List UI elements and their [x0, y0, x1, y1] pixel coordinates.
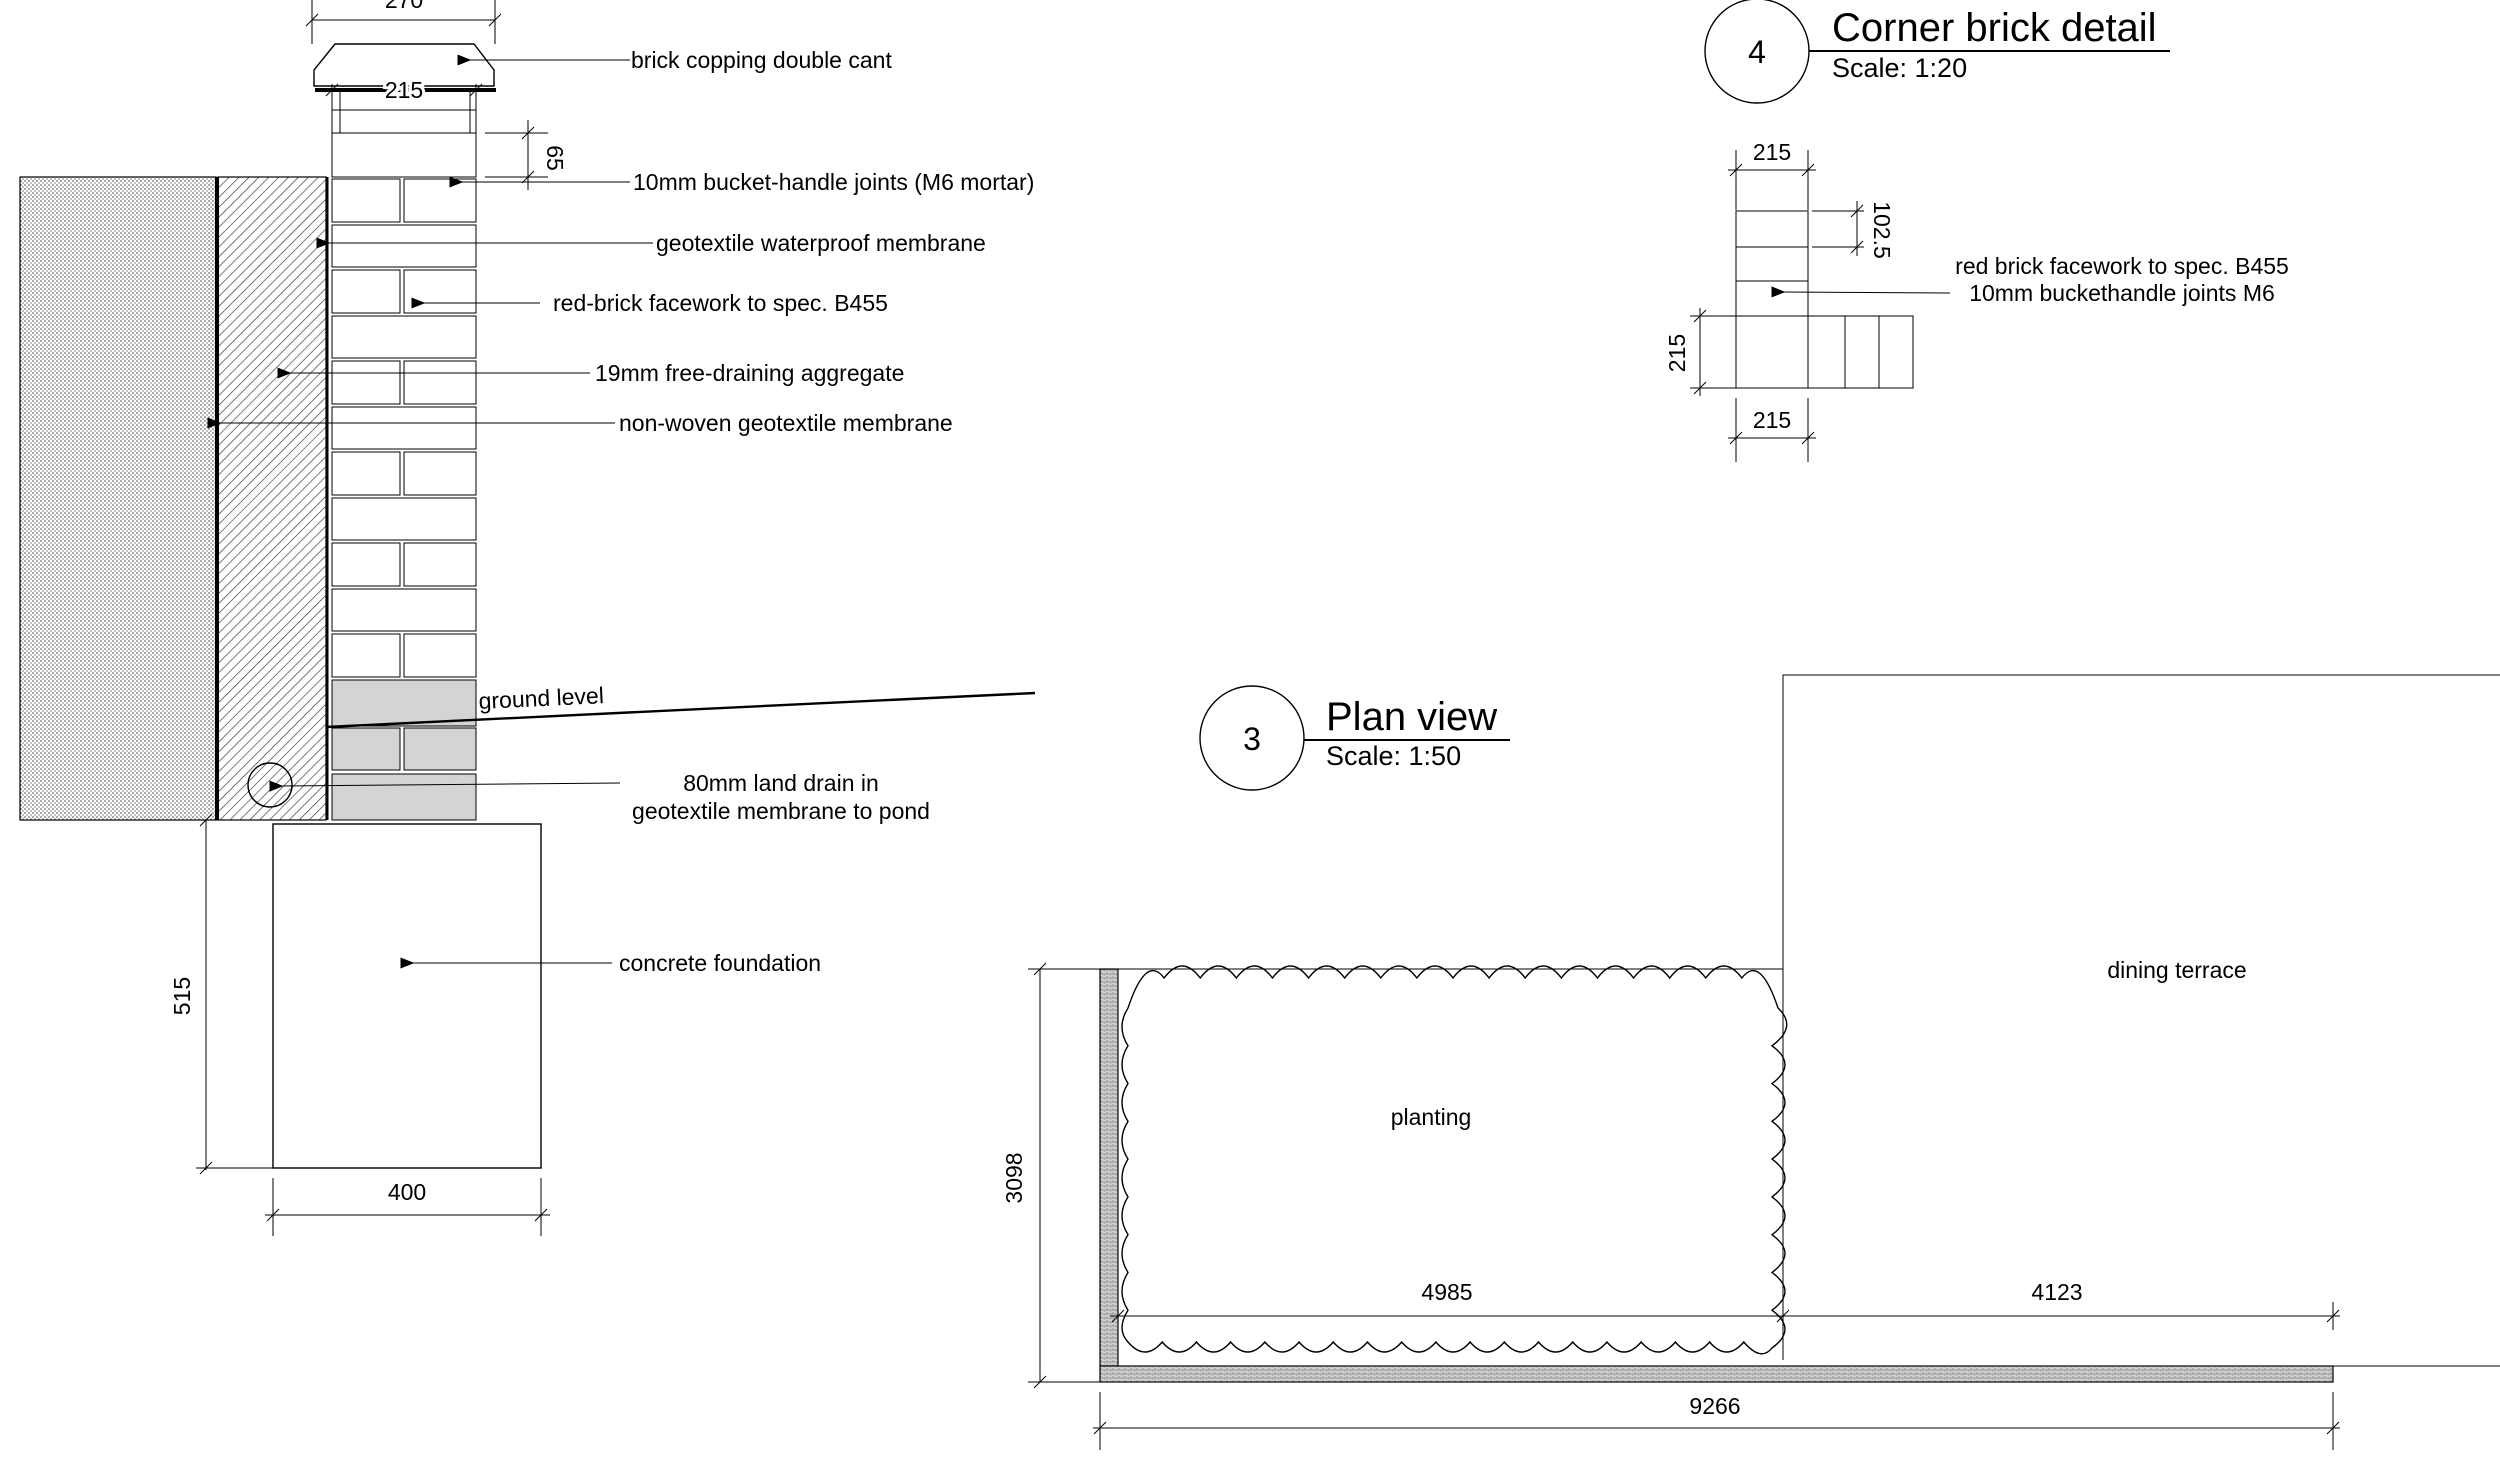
- label-joints: 10mm bucket-handle joints (M6 mortar): [633, 169, 1034, 195]
- plan-dim-total-width: 9266: [1689, 1393, 1740, 1419]
- leader-lines: [207, 54, 653, 969]
- detail-4-title: Corner brick detail: [1832, 6, 2157, 50]
- plan-3-circle: [1199, 685, 1305, 791]
- plan-label-planting: planting: [1391, 1104, 1472, 1130]
- copping-outline: [313, 43, 495, 87]
- plan-3-title: Plan view: [1326, 695, 1497, 739]
- dim-foundation-width: 400: [388, 1179, 426, 1205]
- planting-area: [1121, 965, 1788, 1355]
- label-copping: brick copping double cant: [631, 47, 892, 73]
- land-drain: [247, 762, 293, 808]
- shaded-brick-3: [403, 727, 477, 771]
- label-waterproof-membrane: geotextile waterproof membrane: [656, 230, 986, 256]
- corner-label-joints: 10mm buckethandle joints M6: [1969, 280, 2275, 306]
- section-dimensions: [196, 0, 550, 1236]
- corner-brick-detail: 4 Corner brick detail Scale: 1:20: [1664, 0, 2289, 462]
- detail-4-number: 4: [1748, 34, 1766, 70]
- wall-section-detail: brick copping double cant 10mm bucket-ha…: [19, 0, 1036, 1236]
- soil-backfill: [19, 176, 217, 821]
- corner-dim-half-brick: 102.5: [1869, 201, 1895, 259]
- label-drain-line-1: 80mm land drain in: [683, 770, 879, 796]
- plan-dim-planting-width: 4985: [1421, 1279, 1472, 1305]
- plan-dim-terrace-width: 4123: [2031, 1279, 2082, 1305]
- plan-3-scale: Scale: 1:50: [1326, 741, 1461, 771]
- ground-level-line: [325, 691, 1036, 729]
- dim-brick-width: 215: [385, 77, 423, 103]
- terrace-outline: [1782, 674, 2500, 1360]
- label-drain-line-2: geotextile membrane to pond: [632, 798, 930, 824]
- brick-stack: [331, 178, 477, 678]
- label-ground-level: ground level: [478, 682, 604, 714]
- label-facework: red-brick facework to spec. B455: [553, 290, 888, 316]
- corner-label-facework: red brick facework to spec. B455: [1955, 253, 2289, 279]
- brick-courses: [331, 90, 477, 178]
- shaded-brick-4: [331, 773, 477, 821]
- corner-dim-top: 215: [1753, 139, 1791, 165]
- plan-dim-height: 3098: [1001, 1152, 1027, 1203]
- aggregate-fill: [217, 176, 327, 821]
- dim-top: 270: [385, 0, 423, 13]
- label-nonwoven-membrane: non-woven geotextile membrane: [619, 410, 953, 436]
- detail-4-scale: Scale: 1:20: [1832, 53, 1967, 83]
- plan-3-number: 3: [1243, 721, 1261, 757]
- corner-dim-left: 215: [1664, 334, 1690, 372]
- dim-course: 65: [542, 145, 568, 171]
- label-foundation: concrete foundation: [619, 950, 821, 976]
- plan-label-terrace: dining terrace: [2107, 957, 2246, 983]
- shaded-brick-1: [331, 679, 477, 727]
- plan-wall-left: [1099, 968, 1119, 1367]
- concrete-foundation: [272, 823, 542, 1169]
- plan-wall-bottom: [1099, 1365, 2334, 1383]
- label-aggregate: 19mm free-draining aggregate: [595, 360, 904, 386]
- corner-dim-bottom: 215: [1753, 407, 1791, 433]
- shaded-brick-2: [331, 727, 401, 771]
- plan-view: 3 Plan view Scale: 1:50 planting dining …: [1001, 674, 2500, 1450]
- dim-foundation-height: 515: [169, 977, 195, 1015]
